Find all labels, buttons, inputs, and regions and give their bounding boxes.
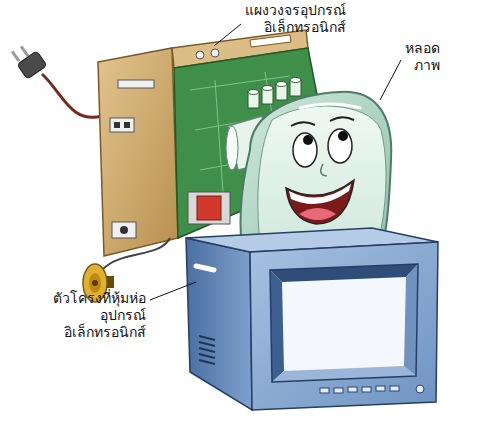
chassis-side-plate xyxy=(98,48,178,256)
tongue xyxy=(299,208,336,220)
capacitor xyxy=(248,90,259,95)
front-button xyxy=(320,388,329,393)
part-label: แผงวงจรอุปกรณ์ อิเล็กทรอนิกส์ xyxy=(245,2,346,36)
part-label: หลอด ภาพ xyxy=(405,40,440,74)
mouth xyxy=(286,180,354,224)
capacitor xyxy=(276,82,287,87)
board-socket xyxy=(114,122,120,128)
label-line: แผงวงจรอุปกรณ์ xyxy=(245,2,346,19)
label-line: ตัวโครงที่หุ้มห่อ xyxy=(53,290,146,307)
capacitor xyxy=(262,86,273,91)
cabinet-vent xyxy=(199,336,215,364)
tube-neck xyxy=(226,126,238,170)
board-socket xyxy=(124,122,130,128)
pupil xyxy=(303,135,313,145)
teeth xyxy=(289,184,351,204)
leader-line xyxy=(380,60,401,100)
power-button xyxy=(416,385,424,393)
label-line: ภาพ xyxy=(405,57,440,74)
part-label: ตัวโครงที่หุ้มห่อ อุปกรณ์ อิเล็กทรอนิกส์ xyxy=(53,290,146,340)
chassis-knob xyxy=(196,51,204,59)
cabinet-front xyxy=(250,242,438,410)
power-cord xyxy=(42,74,102,117)
tv-cabinet xyxy=(186,228,438,410)
board-socket xyxy=(112,222,136,238)
front-button xyxy=(348,387,357,392)
plug-body xyxy=(17,51,47,80)
eyebrow xyxy=(330,117,354,121)
front-button xyxy=(376,386,385,391)
speaker-wire xyxy=(102,238,170,270)
label-line: หลอด xyxy=(405,40,440,57)
label-line: อิเล็กทรอนิกส์ xyxy=(53,324,146,341)
board-socket xyxy=(110,118,134,132)
screen-opening xyxy=(270,264,418,382)
nose xyxy=(321,164,327,176)
leader-line xyxy=(150,282,196,300)
chassis-knob xyxy=(211,49,219,57)
transformer-coil xyxy=(197,196,221,220)
board-socket xyxy=(118,80,154,88)
power-plug xyxy=(11,46,102,118)
eyebrow xyxy=(291,122,315,126)
capacitor xyxy=(290,78,301,83)
label-line: อุปกรณ์ xyxy=(53,307,146,324)
cabinet-handle xyxy=(196,266,214,270)
transformer xyxy=(188,192,230,224)
front-button xyxy=(390,386,399,391)
tube-shine xyxy=(300,104,360,108)
eye xyxy=(328,129,352,163)
front-button xyxy=(334,388,343,393)
front-button xyxy=(362,387,371,392)
leader-line xyxy=(214,24,241,46)
chassis-slot xyxy=(250,35,291,47)
plug-prong xyxy=(20,46,29,58)
pupil xyxy=(338,131,348,141)
board-socket xyxy=(120,226,128,234)
label-line: อิเล็กทรอนิกส์ xyxy=(245,19,346,36)
eye xyxy=(293,133,317,167)
plug-prong xyxy=(11,51,20,63)
cabinet-side xyxy=(186,238,252,410)
speaker-cap xyxy=(92,280,98,286)
